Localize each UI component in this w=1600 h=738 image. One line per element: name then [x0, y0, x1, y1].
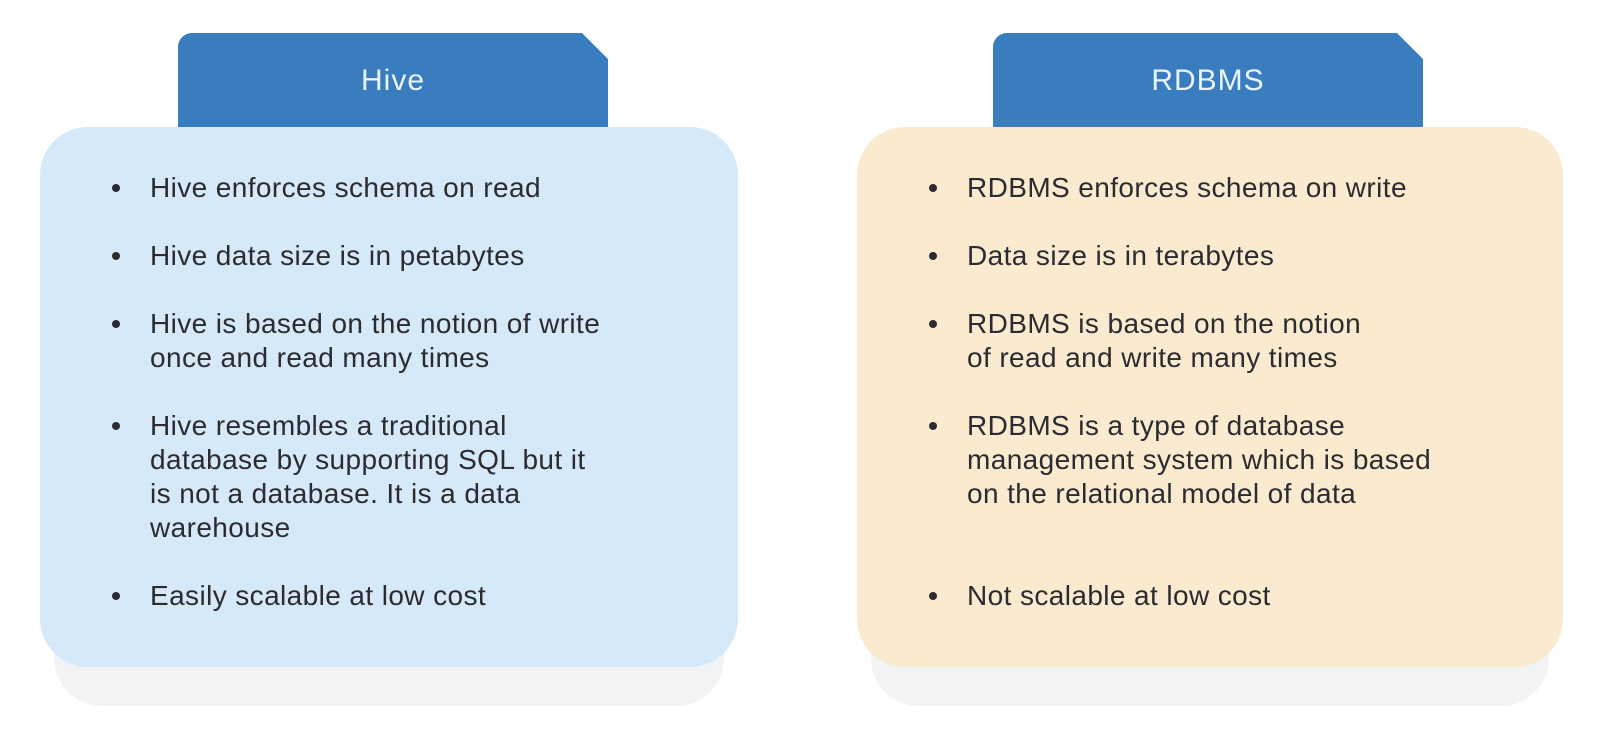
list-item: Data size is in terabytes [927, 239, 1535, 273]
list-item: Not scalable at low cost [927, 579, 1535, 613]
list-item: Hive resembles a traditional database by… [110, 409, 710, 545]
rdbms-card-body: RDBMS enforces schema on write Data size… [857, 127, 1563, 667]
list-item: Hive enforces schema on read [110, 171, 710, 205]
list-item: RDBMS enforces schema on write [927, 171, 1535, 205]
list-item: Hive data size is in petabytes [110, 239, 710, 273]
hive-points-list: Hive enforces schema on read Hive data s… [110, 171, 710, 613]
list-item: RDBMS is a type of database management s… [927, 409, 1535, 511]
list-item: RDBMS is based on the notion of read and… [927, 307, 1535, 375]
list-item: Hive is based on the notion of write onc… [110, 307, 710, 375]
rdbms-points-list: RDBMS enforces schema on write Data size… [927, 171, 1535, 613]
rdbms-header-tab: RDBMS [993, 33, 1423, 129]
hive-header-tab: Hive [178, 33, 608, 129]
list-item: Easily scalable at low cost [110, 579, 710, 613]
hive-card-body: Hive enforces schema on read Hive data s… [40, 127, 738, 667]
